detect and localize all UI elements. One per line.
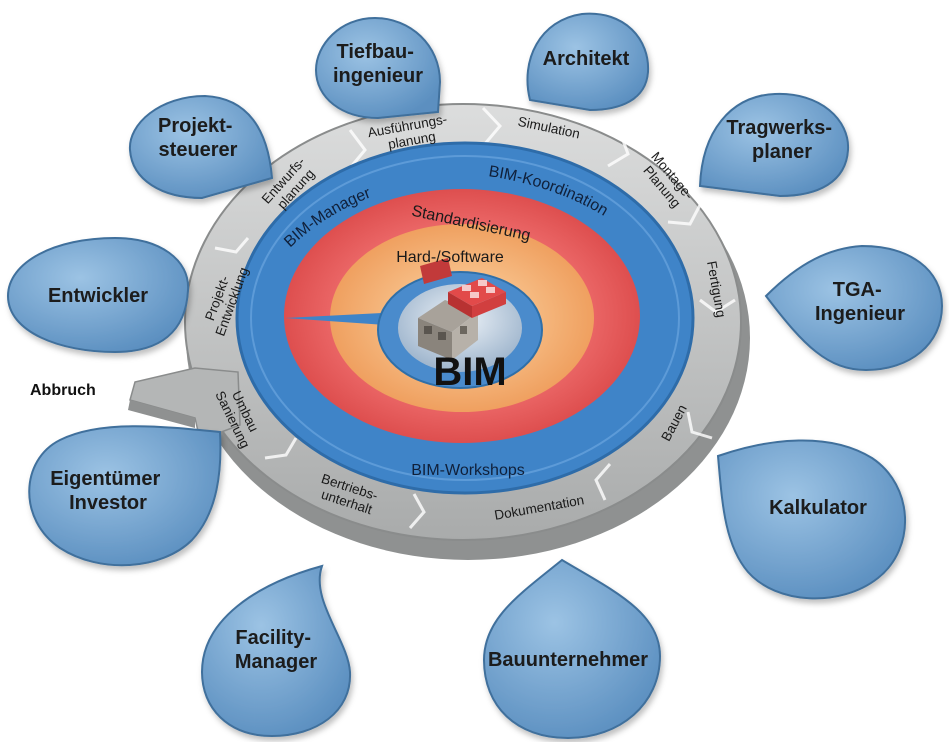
svg-text:Entwickler: Entwickler (48, 285, 148, 307)
svg-text:Tragwerks- planer: Tragwerks- planer (726, 117, 837, 163)
stakeholder-architekt: Architekt (526, 12, 650, 112)
abort-label: Abbruch (30, 382, 96, 399)
hardware-software-label: Hard-/Software (396, 249, 504, 266)
svg-text:Eigentümer Investor: Eigentümer Investor (50, 468, 166, 514)
svg-text:Projekt- steuerer: Projekt- steuerer (158, 115, 238, 161)
svg-text:TGA- Ingenieur: TGA- Ingenieur (815, 279, 905, 325)
stakeholder-kalkulator: Kalkulator (716, 439, 907, 600)
stakeholder-facility-manager: Facility- Manager (200, 564, 352, 738)
stakeholder-tiefbauingenieur: Tiefbau- ingenieur (314, 16, 442, 120)
stakeholder-tga-ingenieur: TGA- Ingenieur (764, 244, 944, 372)
svg-text:Facility- Manager: Facility- Manager (235, 627, 317, 673)
process-wheel (184, 103, 750, 560)
stakeholder-bauunternehmer: Bauunternehmer (482, 558, 662, 740)
building-model-icon (418, 258, 506, 360)
svg-text:Kalkulator: Kalkulator (769, 497, 867, 519)
svg-text:Tiefbau- ingenieur: Tiefbau- ingenieur (333, 41, 423, 87)
svg-text:Architekt: Architekt (543, 48, 630, 70)
bim-workshops-label: BIM-Workshops (411, 462, 525, 479)
bim-center-label: BIM (433, 350, 506, 394)
stakeholder-tragwerksplaner: Tragwerks- planer (698, 92, 850, 198)
stakeholder-entwickler: Entwickler (6, 236, 190, 354)
stakeholder-projektsteuerer: Projekt- steuerer (128, 94, 274, 200)
svg-text:Bauunternehmer: Bauunternehmer (488, 649, 648, 671)
stakeholder-eigentuemer-investor: Eigentümer Investor (28, 425, 222, 567)
